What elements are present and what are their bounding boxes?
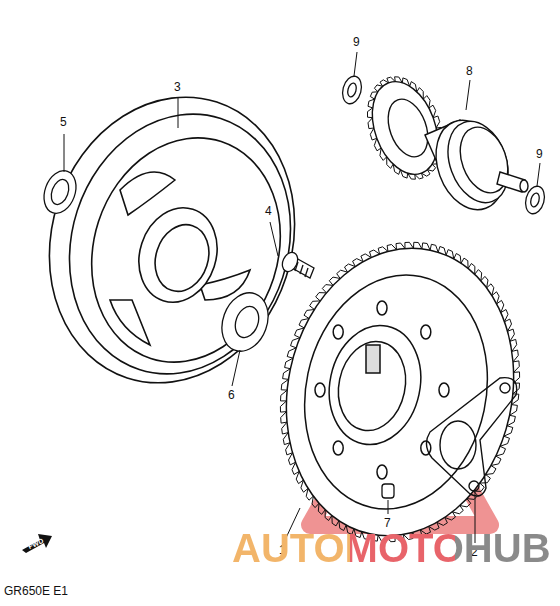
starter-driven-gear <box>260 227 539 557</box>
bolt-hole <box>315 383 325 397</box>
bolt-hole <box>333 325 343 339</box>
diagram-code: GR650E E1 <box>4 584 68 598</box>
forward-arrow <box>22 534 52 553</box>
gear-tooth <box>280 401 286 412</box>
callout-number: 9 <box>536 147 543 161</box>
callout-number: 5 <box>60 115 67 129</box>
watermark: AUTOMOTOHUB <box>232 526 551 570</box>
leader-line <box>64 52 540 543</box>
plate <box>426 378 516 496</box>
callout-number: 9 <box>353 35 360 49</box>
idle-gear <box>360 73 528 220</box>
bolt-hole <box>377 301 387 315</box>
washer <box>38 166 81 218</box>
callout-number: 8 <box>466 64 473 78</box>
direction-label: FWD <box>27 537 45 551</box>
bolt-hole <box>421 325 431 339</box>
bolt-hole <box>377 465 387 479</box>
starter-clutch-housing <box>13 65 331 415</box>
washer <box>340 74 548 216</box>
dowel-pin <box>382 484 394 498</box>
callout-number: 4 <box>265 204 272 218</box>
bolt <box>279 250 314 278</box>
bolt-hole <box>333 441 343 455</box>
callout-number: 3 <box>174 80 181 94</box>
bolt-hole <box>439 383 449 397</box>
thrust-washer <box>214 286 276 357</box>
callout-number: 6 <box>228 388 235 402</box>
